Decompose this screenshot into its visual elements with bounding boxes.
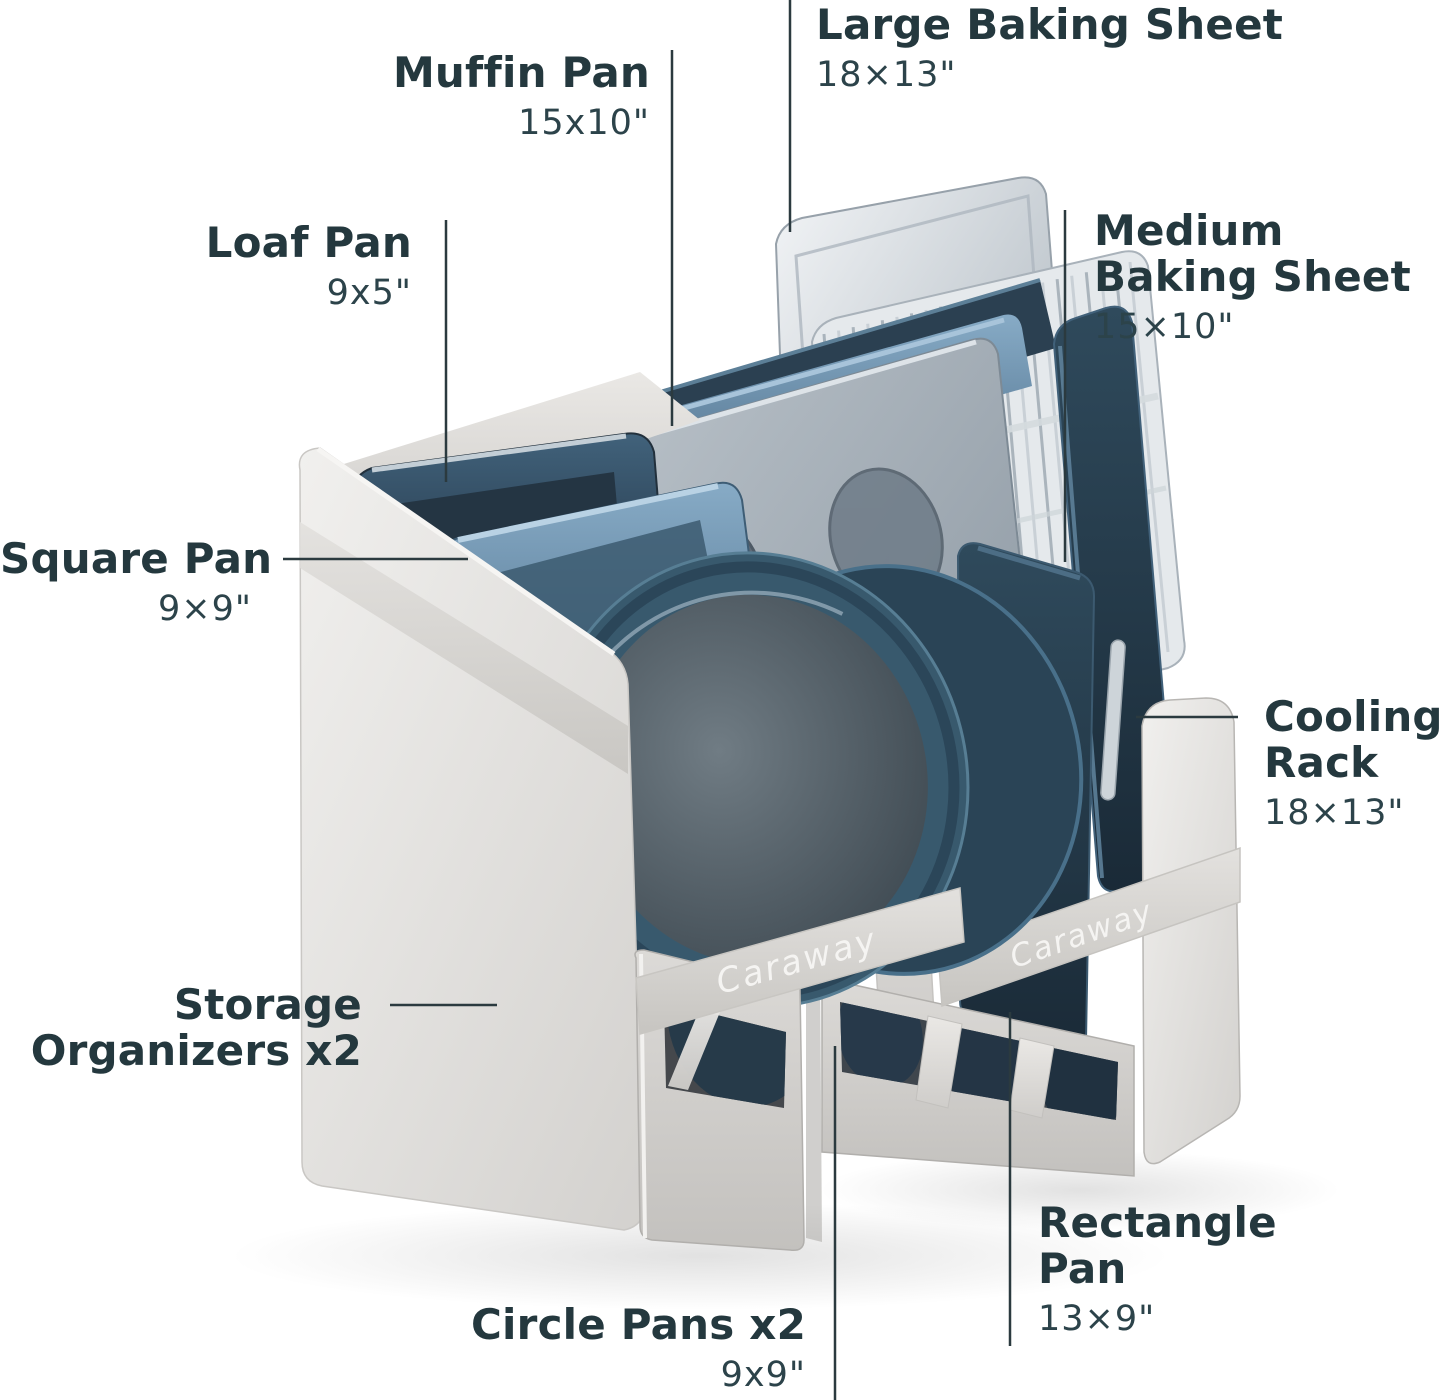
label-rectangle-pan: Rectangle Pan 13×9" xyxy=(1038,1198,1277,1340)
left-strap-side-segment xyxy=(300,522,628,774)
label-square-pan: Square Pan 9×9" xyxy=(0,534,273,630)
label-cooling-rack: Cooling Rack 18×13" xyxy=(1264,692,1443,834)
right-organizer-side-panel xyxy=(1141,697,1241,1165)
label-size: 13×9" xyxy=(1038,1299,1156,1340)
label-title: Muffin Pan xyxy=(392,48,650,97)
label-title-line: Organizers x2 xyxy=(30,1026,362,1076)
label-size: 9x5" xyxy=(326,273,412,314)
label-title-line: Cooling xyxy=(1264,692,1443,741)
label-large-baking-sheet: Large Baking Sheet 18×13" xyxy=(816,0,1284,96)
label-size: 18×13" xyxy=(816,55,957,96)
label-loaf-pan: Loaf Pan 9x5" xyxy=(150,218,412,314)
label-size: 15×10" xyxy=(1094,307,1235,348)
label-circle-pans: Circle Pans x2 9x9" xyxy=(440,1300,806,1396)
label-title: Loaf Pan xyxy=(205,218,412,267)
label-storage-organizers: Storage Organizers x2 xyxy=(10,980,362,1076)
label-title: Circle Pans x2 xyxy=(471,1300,806,1349)
label-title: Square Pan xyxy=(0,534,273,583)
right-organizer-front xyxy=(821,977,1135,1177)
rack-handle xyxy=(1100,639,1126,801)
label-size: 9×9" xyxy=(158,589,252,630)
slot-divider xyxy=(1009,1037,1055,1119)
label-size: 15x10" xyxy=(518,103,650,144)
label-size: 18×13" xyxy=(1264,793,1405,834)
label-medium-baking-sheet: Medium Baking Sheet 15×10" xyxy=(1094,206,1411,348)
front-diagonal-divider xyxy=(668,1008,720,1090)
organizer-seam xyxy=(806,956,822,1242)
label-title-line: Pan xyxy=(1038,1244,1127,1294)
label-title-line: Baking Sheet xyxy=(1094,252,1411,302)
label-title-line: Storage xyxy=(173,980,362,1029)
side-panel-piping xyxy=(316,446,616,657)
label-muffin-pan: Muffin Pan 15x10" xyxy=(300,48,650,144)
leader-lines xyxy=(283,0,1238,1400)
label-title-line: Rectangle xyxy=(1038,1198,1277,1247)
left-organizer-front xyxy=(634,949,805,1252)
label-size: 9x9" xyxy=(720,1355,806,1396)
label-title-line: Medium xyxy=(1094,206,1284,255)
ground-shadow-right xyxy=(820,1150,1340,1230)
ground-shadow-left xyxy=(230,1202,1170,1310)
label-title: Large Baking Sheet xyxy=(816,0,1284,49)
left-organizer: Caraway xyxy=(298,372,1084,1252)
slot-divider xyxy=(915,1015,963,1109)
label-title-line: Rack xyxy=(1264,738,1379,788)
